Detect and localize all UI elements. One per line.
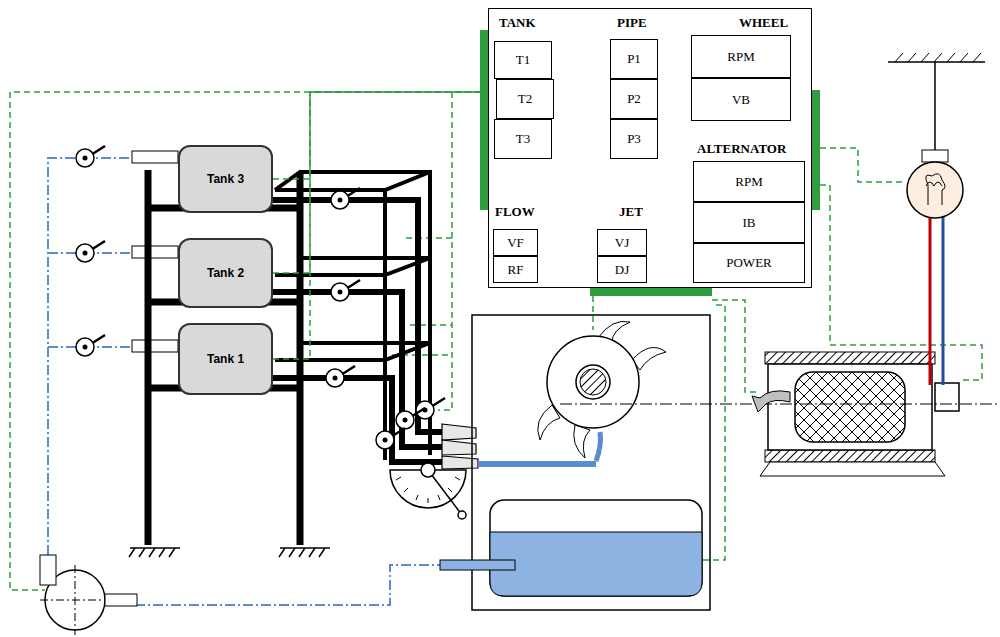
pelton-wheel	[538, 321, 666, 458]
penstock-pipe	[273, 200, 442, 462]
meter-label: DJ	[615, 262, 629, 278]
meter-label: VF	[507, 235, 524, 251]
group-heading: PIPE	[617, 15, 647, 31]
meter-label: VB	[732, 92, 750, 108]
group-heading: ALTERNATOR	[697, 141, 786, 157]
meter-box: POWER	[693, 243, 805, 283]
meter-label: T3	[516, 131, 530, 147]
signal-wire	[273, 92, 488, 273]
meter-label: Tank 2	[207, 266, 244, 280]
signal-wire	[273, 92, 488, 359]
meter-box: RF	[493, 256, 538, 283]
meter-box: IB	[693, 202, 805, 243]
meter-box: T2	[496, 79, 554, 119]
meter-box: DJ	[597, 256, 647, 283]
alternator	[560, 352, 1000, 476]
group-heading: FLOW	[495, 204, 535, 220]
group-heading: TANK	[499, 15, 536, 31]
meter-label: RF	[508, 262, 524, 278]
meter-label: RPM	[735, 174, 762, 190]
meter-label: P3	[627, 131, 641, 147]
support-frame	[148, 170, 300, 545]
meter-label: VJ	[615, 235, 629, 251]
valve	[76, 146, 445, 449]
water-tank: Tank 1	[178, 323, 273, 395]
rack	[275, 172, 430, 460]
meter-box: P3	[610, 119, 658, 159]
water-tank: Tank 3	[178, 145, 273, 213]
meter-label: POWER	[726, 255, 772, 271]
instrument-panel: T1T2T3P1P2P3RPMVBRPMIBPOWERVFRFVJDJTANKP…	[488, 8, 812, 288]
meter-label: P1	[627, 51, 641, 67]
flow-gauge	[390, 463, 466, 519]
lamp	[888, 53, 985, 385]
meter-box: VB	[691, 78, 791, 121]
ground	[129, 548, 330, 557]
meter-label: RPM	[727, 49, 754, 65]
meter-label: Tank 1	[207, 352, 244, 366]
meter-label: T1	[516, 52, 530, 68]
meter-label: Tank 3	[207, 172, 244, 186]
meter-box: T3	[494, 119, 552, 159]
meter-box: VJ	[597, 229, 647, 256]
meter-box: RPM	[691, 35, 791, 78]
meter-label: IB	[743, 215, 756, 231]
water-reservoir	[440, 500, 702, 596]
group-heading: WHEEL	[739, 15, 788, 31]
pump	[40, 555, 137, 635]
tank-inlet	[132, 151, 178, 352]
signal-wire	[273, 92, 488, 179]
meter-box: P1	[610, 39, 658, 79]
group-heading: JET	[619, 204, 643, 220]
meter-box: P2	[610, 79, 658, 119]
meter-label: P2	[627, 91, 641, 107]
water-pipe	[48, 158, 445, 605]
water-tank: Tank 2	[178, 238, 273, 308]
meter-label: T2	[518, 91, 532, 107]
meter-box: RPM	[693, 161, 805, 202]
meter-box: VF	[493, 229, 538, 256]
meter-box: T1	[494, 41, 552, 79]
